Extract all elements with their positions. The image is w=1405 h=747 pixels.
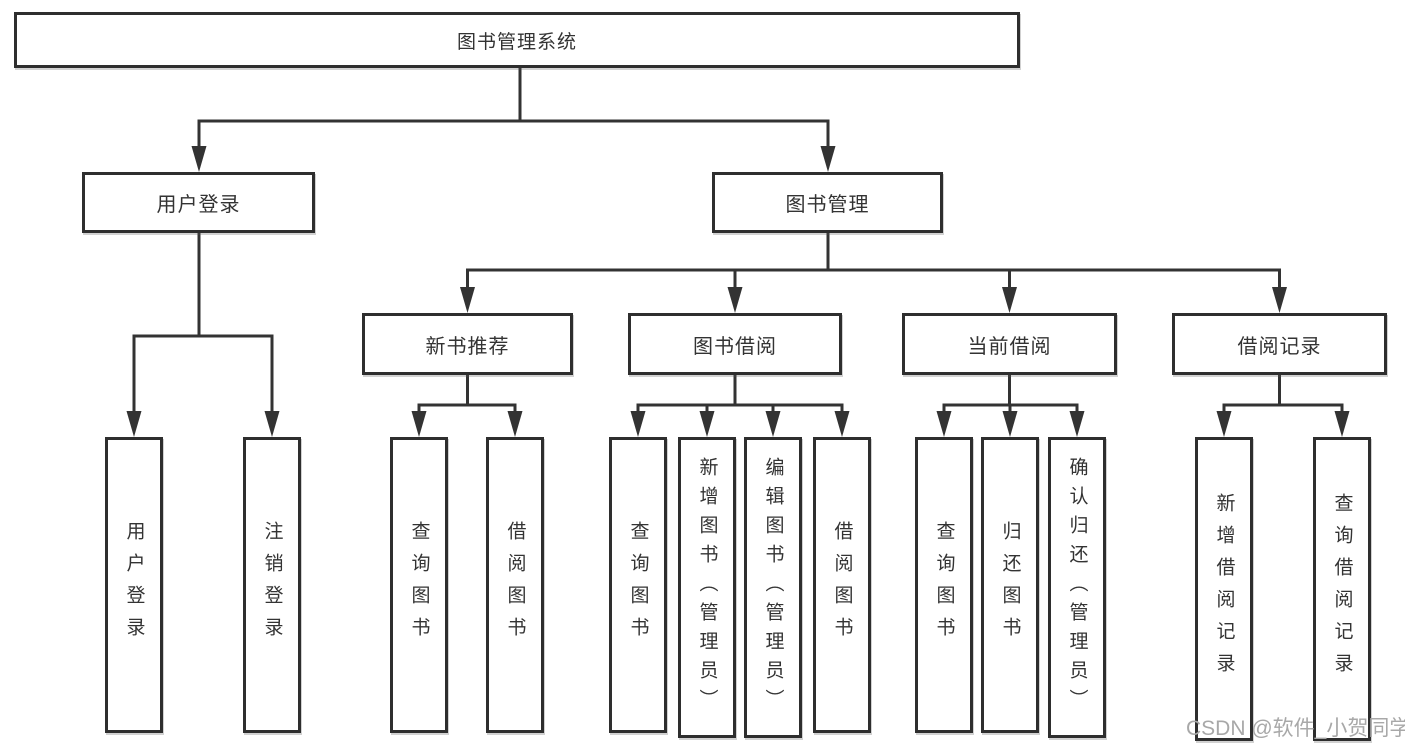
node-label: 查询借阅记录 (1331, 493, 1353, 685)
arrowhead-icon (1069, 411, 1085, 437)
node-user-login: 用户登录 (82, 172, 315, 233)
node-label: 借阅记录 (1237, 335, 1322, 358)
node-label: 借阅图书 (831, 521, 853, 649)
leaf-borrow-add-books-admin: 新增图书（管理员） (678, 437, 736, 738)
node-book-borrow: 图书借阅 (628, 313, 842, 375)
leaf-borrow-query-books: 查询图书 (609, 437, 667, 733)
arrowhead-icon (820, 146, 836, 172)
arrowhead-icon (699, 411, 715, 437)
node-label: 图书借阅 (693, 335, 777, 358)
node-current-borrow: 当前借阅 (902, 313, 1117, 375)
arrowhead-icon (264, 411, 280, 437)
arrowhead-icon (1334, 411, 1350, 437)
leaf-borrow-edit-books-admin: 编辑图书（管理员） (744, 437, 802, 738)
arrowhead-icon (765, 411, 781, 437)
arrowhead-icon (460, 287, 475, 313)
arrowhead-icon (834, 411, 850, 437)
node-label: 查询图书 (408, 521, 430, 649)
node-label: 注销登录 (261, 521, 283, 649)
leaf-logout: 注销登录 (243, 437, 301, 733)
leaf-recommend-borrow-books: 借阅图书 (486, 437, 544, 733)
node-root: 图书管理系统 (14, 12, 1020, 68)
leaf-records-add-record: 新增借阅记录 (1195, 437, 1253, 741)
connector-group-current-borrow (936, 372, 1085, 437)
connector-group-new-book-recommend (411, 372, 523, 437)
node-label: 确认归还（管理员） (1066, 457, 1088, 718)
leaf-borrow-borrow-books: 借阅图书 (813, 437, 871, 733)
leaf-current-return-books: 归还图书 (981, 437, 1039, 733)
connector-group-borrow-records (1216, 372, 1350, 437)
node-label: 图书管理 (785, 194, 870, 216)
arrowhead-icon (1002, 287, 1017, 313)
leaf-records-query-record: 查询借阅记录 (1313, 437, 1371, 741)
node-new-book-recommend: 新书推荐 (362, 313, 573, 375)
arrowhead-icon (1002, 411, 1018, 437)
node-label: 编辑图书（管理员） (762, 457, 784, 718)
arrowhead-icon (630, 411, 646, 437)
node-label: 新增图书（管理员） (696, 457, 718, 718)
node-label: 图书管理系统 (456, 31, 577, 53)
node-label: 归还图书 (999, 521, 1021, 649)
arrowhead-icon (1216, 411, 1232, 437)
node-label: 新书推荐 (425, 335, 510, 358)
connector-group-book-borrow (630, 372, 850, 437)
leaf-current-confirm-return-admin: 确认归还（管理员） (1048, 437, 1106, 738)
node-label: 查询图书 (627, 521, 649, 649)
arrowhead-icon (1272, 287, 1287, 313)
arrowhead-icon (936, 411, 952, 437)
arrowhead-icon (411, 411, 427, 437)
connector-group-book-management (460, 230, 1287, 313)
node-label: 新增借阅记录 (1213, 493, 1235, 685)
node-label: 借阅图书 (504, 521, 526, 649)
leaf-current-query-books: 查询图书 (915, 437, 973, 733)
node-book-management: 图书管理 (712, 172, 943, 233)
node-label: 查询图书 (933, 521, 955, 649)
arrowhead-icon (126, 411, 142, 437)
node-borrow-records: 借阅记录 (1172, 313, 1387, 375)
leaf-user-login: 用户登录 (105, 437, 163, 733)
node-label: 用户登录 (156, 194, 241, 216)
arrowhead-icon (727, 287, 743, 313)
connector-group-user-login (126, 230, 280, 437)
watermark: CSDN @软件_小贺同学 (1186, 717, 1405, 740)
connector-group-root (191, 66, 836, 172)
node-label: 当前借阅 (967, 335, 1052, 358)
leaf-recommend-query-books: 查询图书 (390, 437, 448, 733)
arrowhead-icon (191, 146, 207, 172)
arrowhead-icon (507, 411, 523, 437)
node-label: 用户登录 (123, 521, 145, 649)
